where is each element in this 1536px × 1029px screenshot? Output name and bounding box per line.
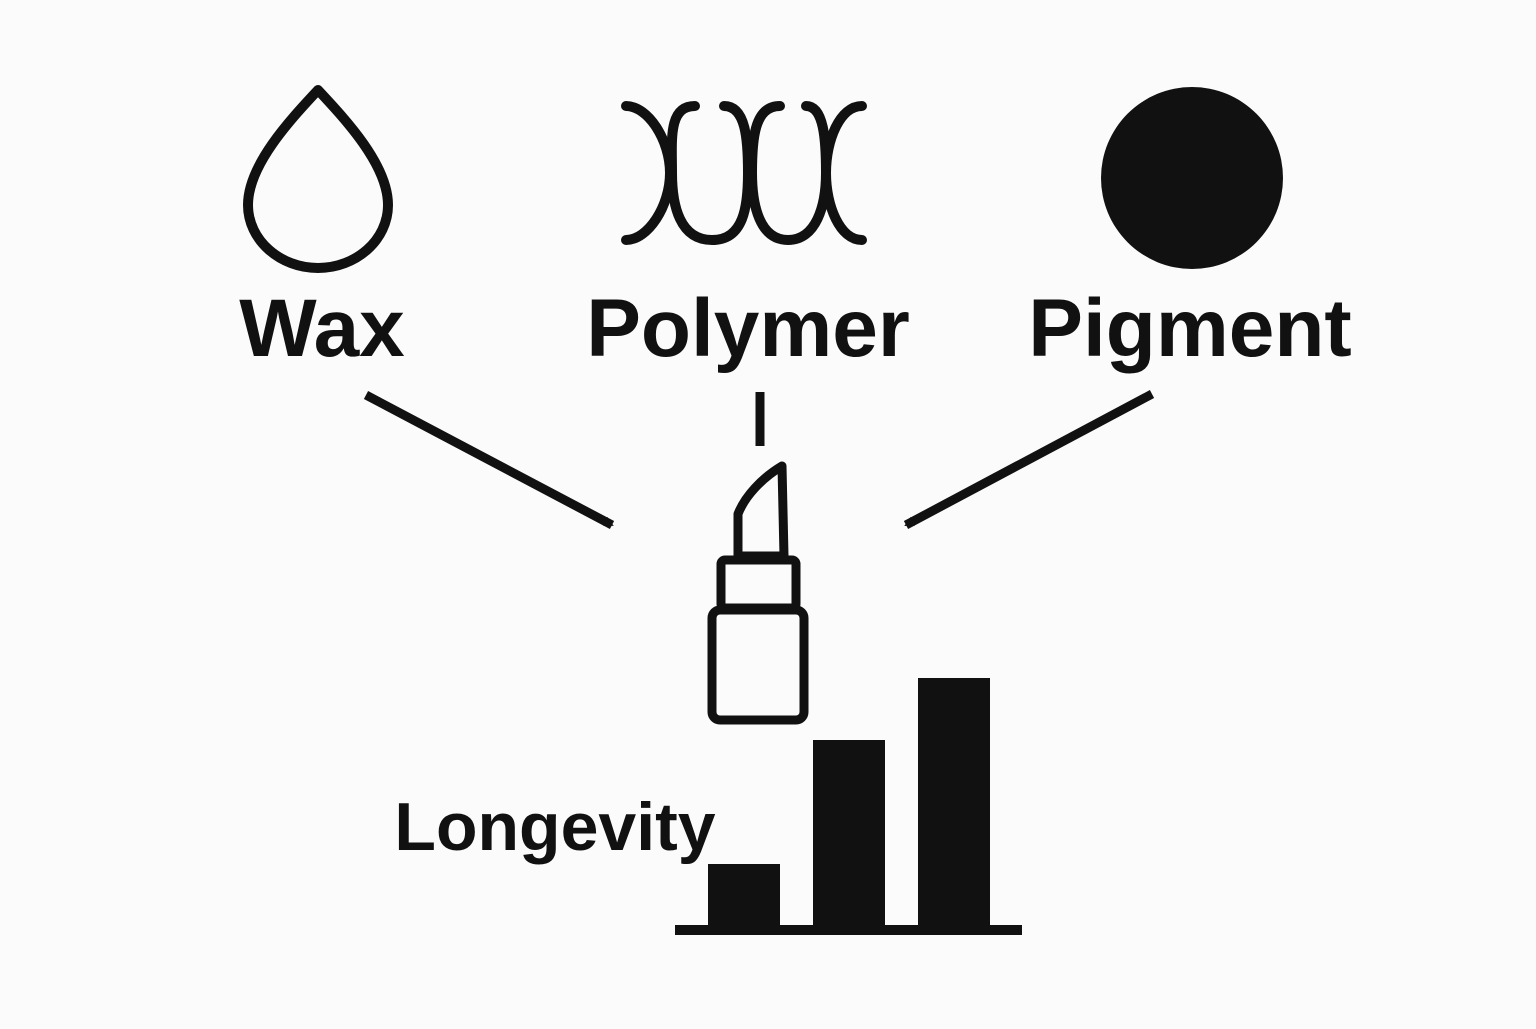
arrow-pigment-to-lipstick [903, 390, 1155, 529]
arrow-wax-to-lipstick [363, 391, 615, 529]
lipstick-icon [707, 461, 809, 725]
chart-bar-2 [813, 740, 885, 926]
ingredient-label-wax: Wax [239, 283, 405, 374]
filled-circle-icon [1101, 87, 1283, 269]
droplet-icon [243, 85, 393, 273]
chart-bar-1 [708, 864, 780, 926]
longevity-label: Longevity [394, 789, 715, 865]
chart-bar-3 [918, 678, 990, 926]
polymer-chain-icon [621, 101, 867, 246]
ingredient-label-polymer: Polymer [586, 283, 910, 374]
ingredient-label-pigment: Pigment [1028, 283, 1351, 374]
bar-chart-icon [675, 678, 1022, 935]
